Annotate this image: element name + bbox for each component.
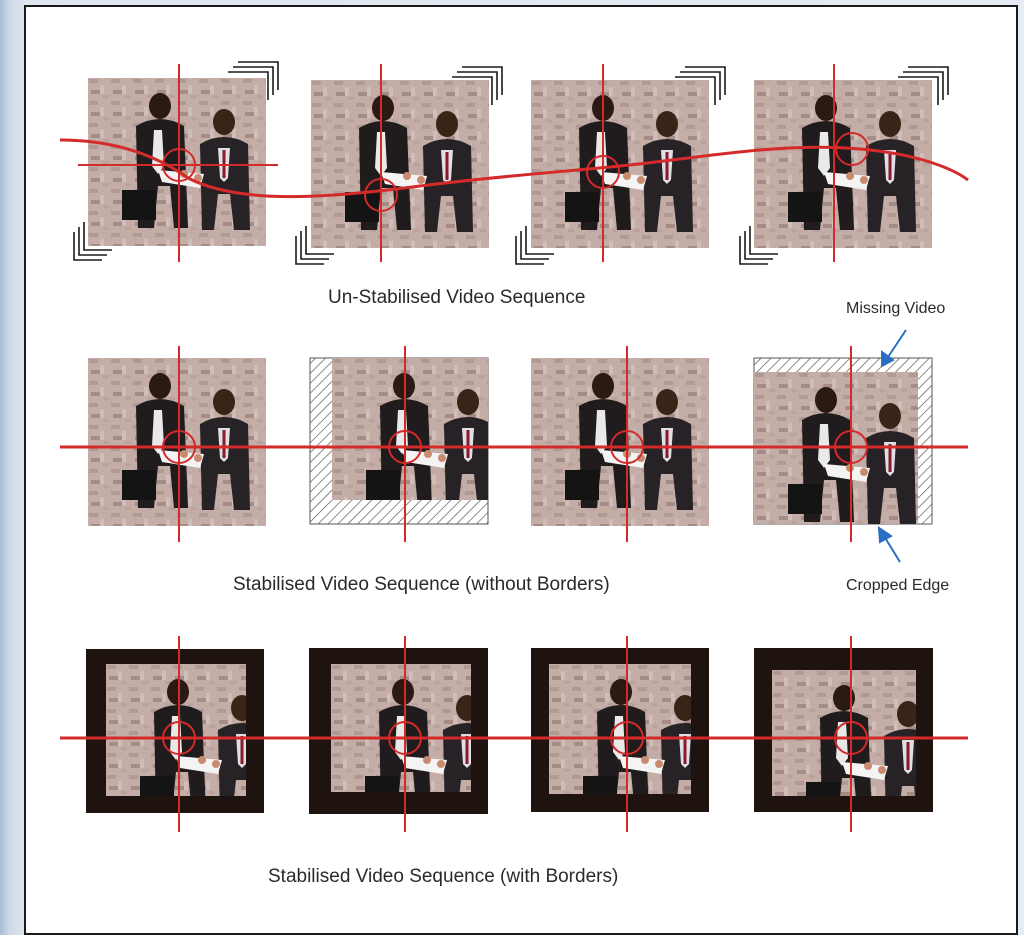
caption-stabilised-with-borders: Stabilised Video Sequence (with Borders): [268, 866, 619, 887]
annotation-cropped-edge: Cropped Edge: [846, 577, 950, 594]
row-stabilised-with-borders: [60, 636, 968, 832]
annotation-missing-video: Missing Video: [846, 300, 946, 317]
caption-stabilised-without-borders: Stabilised Video Sequence (without Borde…: [233, 574, 610, 595]
caption-unstabilised: Un-Stabilised Video Sequence: [328, 287, 586, 308]
row-stabilised-no-borders: [60, 329, 968, 563]
row-unstabilised: [59, 61, 969, 265]
